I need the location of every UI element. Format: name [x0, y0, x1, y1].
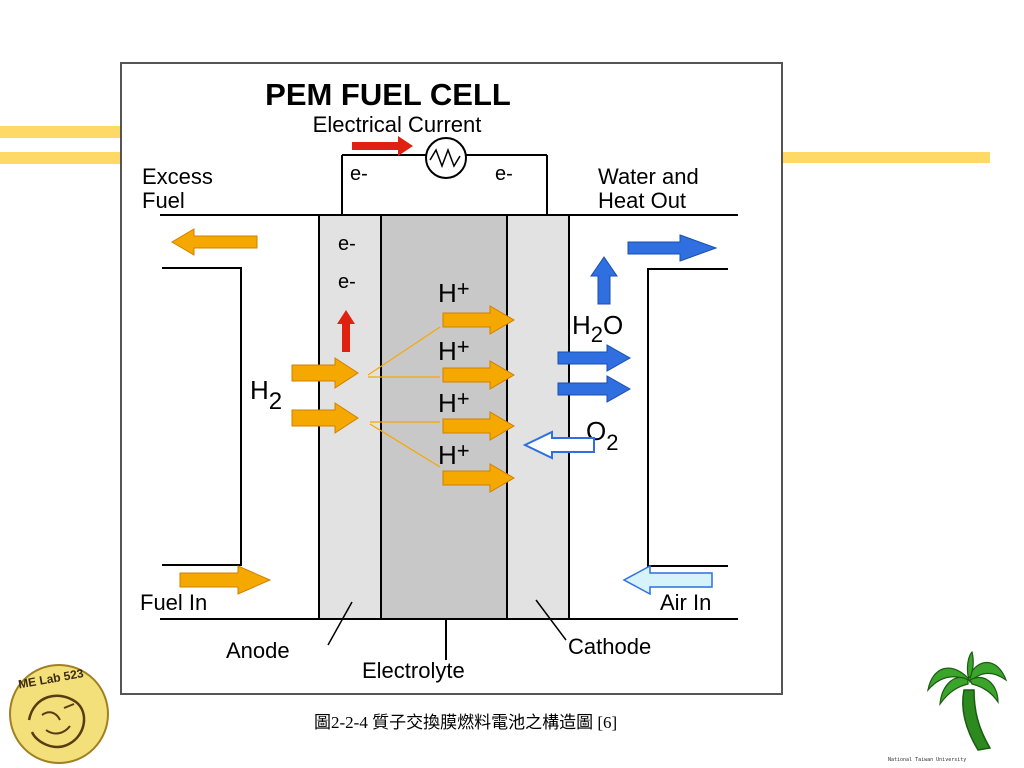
h2-label: H2	[250, 375, 282, 415]
air-in-label: Air In	[660, 590, 711, 615]
excess-fuel-label-2: Fuel	[142, 188, 185, 213]
proton-arrow-icon-4	[442, 463, 515, 493]
fuel-in-label: Fuel In	[140, 590, 207, 615]
proton-label-4: H+	[438, 438, 470, 470]
accent-bar-right	[783, 152, 990, 163]
accent-bar-left-bottom	[0, 152, 120, 164]
electron-label-anode-2: e-	[338, 271, 356, 293]
diagram-title: PEM FUEL CELL	[265, 77, 511, 112]
water-arrow-icon-2	[557, 375, 632, 403]
proton-arrow-icon-3	[442, 411, 515, 441]
current-label: Electrical Current	[313, 112, 482, 137]
water-heat-label-2: Heat Out	[598, 188, 686, 213]
external-circuit	[341, 136, 548, 215]
fuel-in-arrow-icon	[179, 565, 272, 595]
proton-arrow-icon-1	[442, 305, 515, 335]
university-name: National Taiwan University	[888, 757, 967, 763]
h2-arrow-icon-1	[291, 357, 359, 389]
excess-fuel-label-1: Excess	[142, 164, 213, 189]
me-lab-logo: ME Lab 523	[9, 664, 109, 764]
h2o-label: H2O	[572, 310, 623, 347]
proton-label-1: H+	[438, 276, 470, 308]
water-arrow-icon-1	[557, 344, 632, 372]
accent-bar-left-top	[0, 126, 120, 138]
load-resistor-icon	[425, 137, 467, 179]
figure-caption: 圖2-2-4 質子交換膜燃料電池之構造圖 [6]	[314, 713, 618, 732]
electron-flow-arrow-icon	[352, 136, 413, 156]
excess-fuel-arrow-icon	[171, 228, 258, 256]
cathode-layer	[506, 214, 570, 620]
electron-up-arrow-icon	[337, 310, 355, 352]
anode-label: Anode	[226, 638, 290, 663]
electrolyte-label: Electrolyte	[362, 658, 465, 683]
electron-label-left: e-	[350, 163, 368, 185]
electrolyte-membrane	[380, 214, 508, 620]
electron-label-right: e-	[495, 163, 513, 185]
water-heat-label-1: Water and	[598, 164, 699, 189]
pem-fuel-cell-diagram: PEM FUEL CELL Electrical Current e- e- E…	[140, 77, 738, 683]
oxygen-arrow-icon	[522, 430, 595, 460]
air-in-arrow-icon	[622, 564, 713, 596]
palm-tree-logo	[927, 650, 1008, 751]
water-up-arrow-icon	[590, 256, 618, 305]
proton-label-3: H+	[438, 386, 470, 418]
water-out-arrow-icon	[627, 234, 718, 262]
h2-arrow-icon-2	[291, 402, 359, 434]
proton-label-2: H+	[438, 334, 470, 366]
electron-label-anode-1: e-	[338, 233, 356, 255]
cathode-label: Cathode	[568, 634, 651, 659]
proton-arrow-icon-2	[442, 360, 515, 390]
